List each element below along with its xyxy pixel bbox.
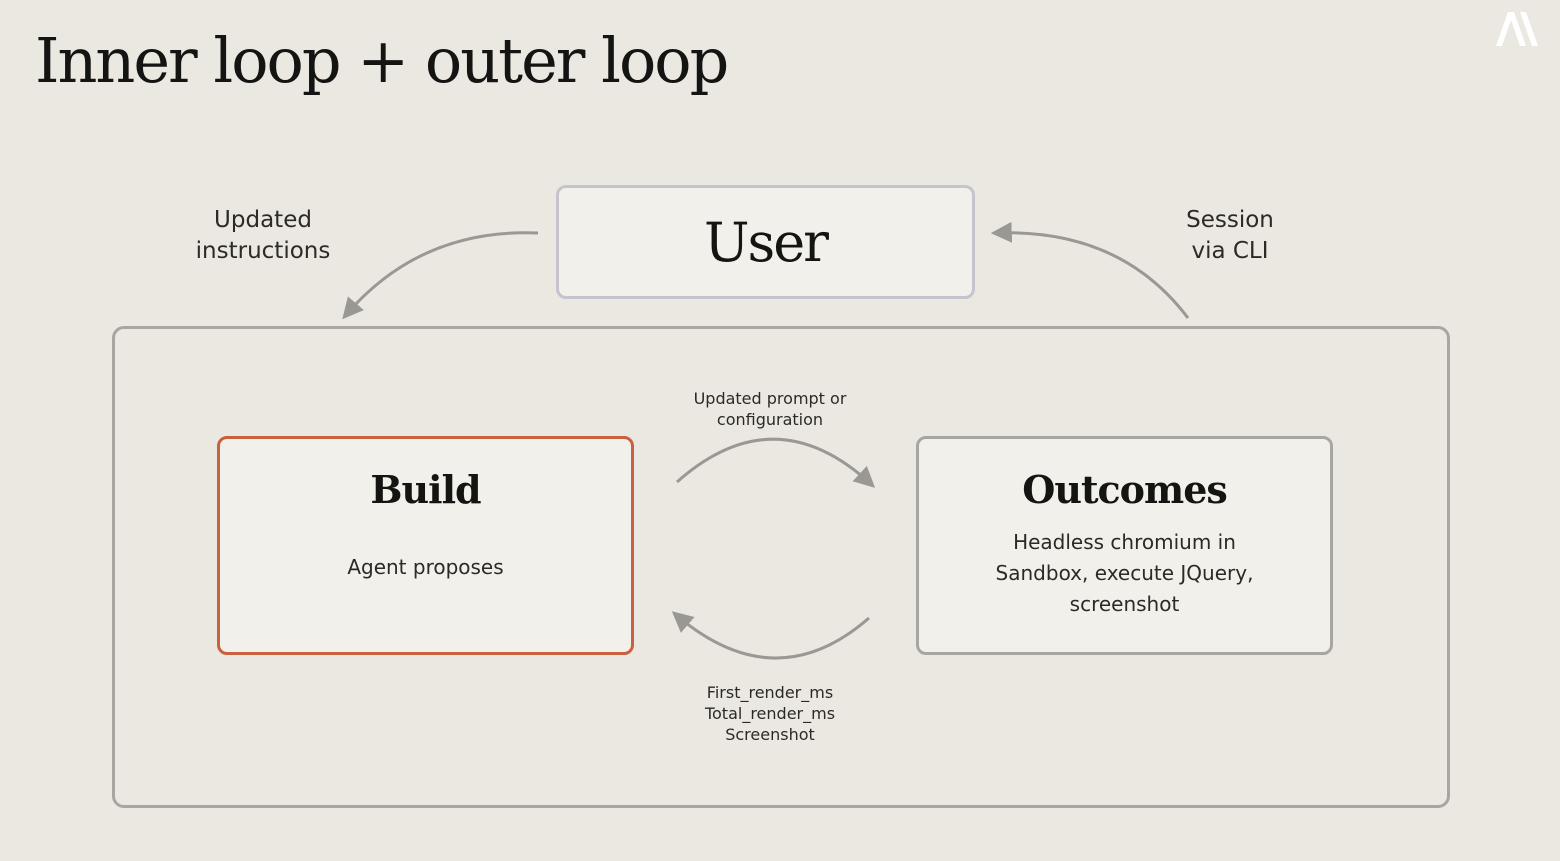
label-line: Updated prompt or (693, 389, 847, 408)
build-box: Build Agent proposes (217, 436, 634, 655)
description-line: Sandbox, execute JQuery, (995, 561, 1254, 585)
description-line: screenshot (1069, 592, 1180, 616)
label-line: Total_render_ms (704, 704, 836, 723)
description-line: Headless chromium in (1013, 530, 1236, 554)
label-line: Session (1186, 207, 1274, 233)
arrow-user-to-agent-loop (342, 231, 539, 320)
build-title: Build (370, 467, 481, 512)
build-description: Agent proposes (347, 555, 504, 579)
outcomes-box: Outcomes Headless chromium in Sandbox, e… (916, 436, 1333, 655)
label-line: Screenshot (725, 725, 815, 744)
outcomes-title: Outcomes (1022, 467, 1228, 512)
label-line: instructions (195, 238, 331, 264)
page-title: Inner loop + outer loop (35, 24, 729, 97)
brand-logo (1496, 12, 1538, 46)
label-line: Updated (214, 207, 312, 233)
user-label: User (704, 210, 829, 274)
label-line: First_render_ms (706, 683, 834, 702)
session-via-cli-label: Session via CLI (1160, 205, 1300, 267)
user-box: User (556, 185, 975, 299)
outcomes-description: Headless chromium in Sandbox, execute JQ… (939, 527, 1310, 620)
inner-loop-container (112, 326, 1450, 808)
label-line: configuration (716, 410, 824, 429)
label-line: via CLI (1191, 238, 1269, 264)
updated-prompt-label: Updated prompt or configuration (670, 388, 870, 430)
metrics-label: First_render_ms Total_render_ms Screensh… (670, 682, 870, 745)
updated-instructions-label: Updated instructions (163, 205, 363, 267)
